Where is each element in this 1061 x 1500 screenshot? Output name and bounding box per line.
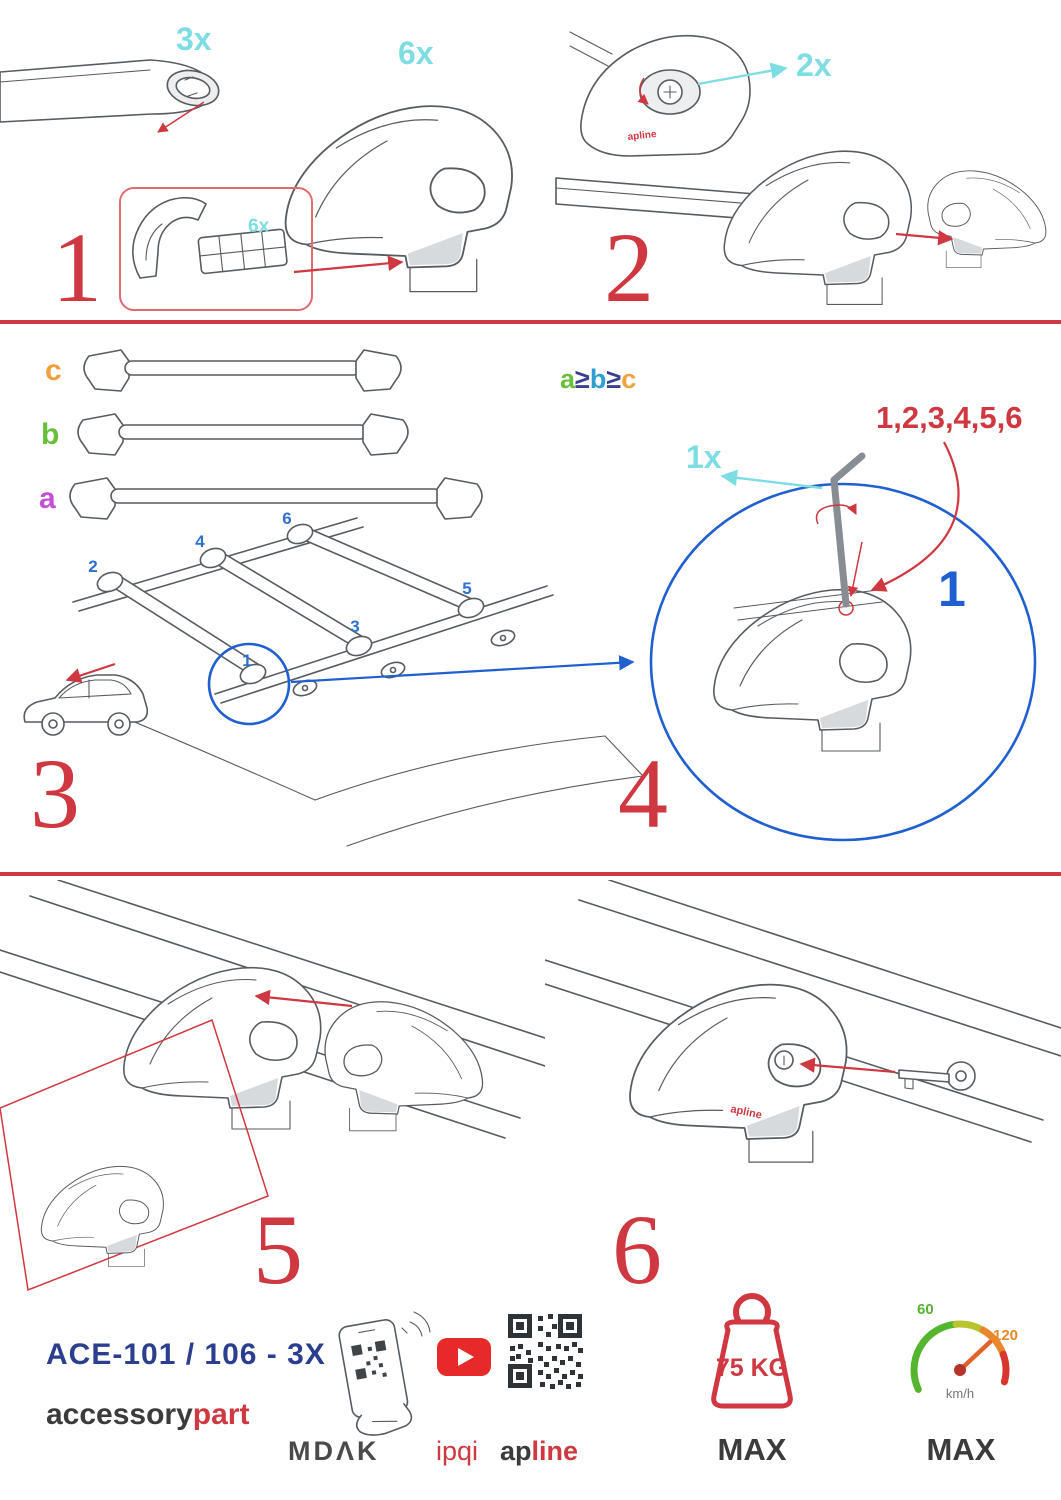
slide-foot-arrow xyxy=(895,230,954,246)
allen-key xyxy=(830,476,850,608)
step-3-number: 3 xyxy=(30,738,80,849)
zoomed-foot xyxy=(713,588,912,752)
bar-c-label: c xyxy=(45,354,62,387)
first-position-number: 1 xyxy=(938,561,966,617)
youtube-icon xyxy=(437,1338,491,1376)
clamp-piece xyxy=(324,1001,484,1132)
screw-qty-label: 2x xyxy=(796,47,832,83)
step-1-number: 1 xyxy=(52,212,102,323)
bar-b-label: b xyxy=(41,418,59,451)
pad-qty-label: 6x xyxy=(248,216,270,237)
position-6: 6 xyxy=(282,509,291,528)
endcap-qty-label: 3x xyxy=(176,21,212,57)
brand-apline: apline xyxy=(500,1436,578,1467)
scan-qr-phone-icon xyxy=(338,1311,431,1436)
key-callout-line xyxy=(720,469,823,490)
zoom-callout-arrow xyxy=(290,655,635,684)
bar-a-label: a xyxy=(39,482,56,515)
endcap-pointer-arrow xyxy=(157,101,205,133)
zoom-circle xyxy=(649,482,1037,842)
rubber-pad-inset-box: 6x xyxy=(119,187,313,311)
brand-accessory-text: accessory xyxy=(46,1398,193,1431)
roof-foot-illustration xyxy=(284,105,513,293)
qr-code xyxy=(508,1314,583,1389)
foot-in-outline xyxy=(40,1165,164,1267)
brand-ipqi: ipqi xyxy=(436,1436,479,1466)
size-rule-text: a≥b≥c xyxy=(560,364,636,394)
brand-line-text: line xyxy=(531,1436,579,1466)
weight-max-label: MAX xyxy=(717,1432,787,1467)
foot-qty-label: 6x xyxy=(398,35,434,71)
speed-min: 60 xyxy=(917,1301,934,1318)
rotate-arrow xyxy=(815,503,857,525)
step6-illustration: apline xyxy=(545,880,1061,1163)
step-4-number: 4 xyxy=(618,738,668,849)
speed-max-value: 120 xyxy=(993,1327,1018,1344)
position-4: 4 xyxy=(195,532,205,551)
step-5-number: 5 xyxy=(253,1194,303,1305)
position-1-highlight-ring xyxy=(207,642,291,726)
position-5: 5 xyxy=(462,579,471,598)
model-code: ACE-101 / 106 - 3X xyxy=(46,1338,326,1371)
max-weight-icon: 75 KG xyxy=(711,1293,793,1409)
step-2-number: 2 xyxy=(604,212,654,323)
key-qty-label: 1x xyxy=(686,439,722,475)
crossbar-with-endcap xyxy=(0,59,220,123)
screw-callout-line xyxy=(697,62,788,86)
speed-unit: km/h xyxy=(946,1386,974,1401)
weight-value: 75 KG xyxy=(716,1354,788,1382)
needle xyxy=(957,1339,993,1373)
foot-top-view-with-screw: apline xyxy=(569,31,751,157)
sequence-curve-arrow xyxy=(870,441,960,592)
insert-clamp-arrow xyxy=(254,989,353,1008)
speedometer-icon: 60 120 km/h xyxy=(910,1301,1018,1401)
position-2: 2 xyxy=(88,557,97,576)
crossbar-a xyxy=(69,477,483,520)
rubber-pad xyxy=(197,228,288,275)
step2-illustration: apline 2x xyxy=(555,31,1047,306)
foot-on-rail xyxy=(123,966,322,1130)
step1-illustration: 3x 6x 6x xyxy=(0,21,513,311)
car-roof-top-view: 2 4 6 1 3 5 xyxy=(72,509,644,847)
section-divider-2 xyxy=(0,872,1061,876)
step4-illustration: 1x 1,2,3,4,5,6 1 xyxy=(649,400,1037,842)
bar-foot-assembly xyxy=(555,150,1047,306)
section-divider-1 xyxy=(0,320,1061,324)
brand-ap-text: ap xyxy=(500,1436,532,1466)
tighten-sequence-text: 1,2,3,4,5,6 xyxy=(876,400,1023,435)
position-1: 1 xyxy=(242,651,251,670)
tighten-down-arrow xyxy=(847,541,863,598)
foot-with-lock xyxy=(629,983,848,1163)
position-3: 3 xyxy=(350,617,359,636)
brand-part-text: part xyxy=(192,1398,250,1431)
brand-mdak: MDΛK xyxy=(288,1436,380,1466)
crossbar-c xyxy=(83,349,402,392)
crossbar-b xyxy=(77,413,409,456)
brand-accessorypart: accessorypart xyxy=(46,1398,249,1432)
foot-logo-text: apline xyxy=(627,129,657,143)
step5-illustration xyxy=(0,880,545,1292)
lock-key xyxy=(898,1061,976,1091)
speed-max-label: MAX xyxy=(926,1432,996,1467)
pad-to-foot-arrow xyxy=(293,255,404,274)
step-6-number: 6 xyxy=(612,1194,662,1305)
placement-outline xyxy=(0,1018,269,1292)
key-insert-arrow xyxy=(799,1057,896,1074)
step3-illustration: c b a a≥b≥c xyxy=(23,349,644,847)
roof-direction-arrow xyxy=(65,662,116,683)
car-inset xyxy=(23,662,149,736)
